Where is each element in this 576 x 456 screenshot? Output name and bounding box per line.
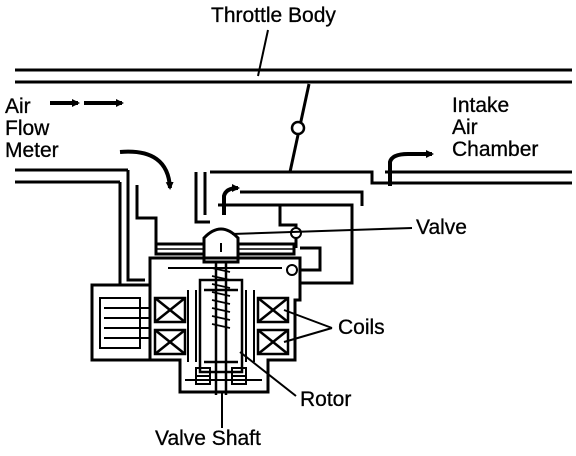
label-air-flow-meter-line2: Flow (5, 117, 50, 140)
label-intake-air-chamber: Intake Air Chamber (452, 94, 539, 161)
bypass-outlet-passage (210, 170, 572, 285)
leader-lines (221, 29, 413, 428)
valve-head (202, 227, 240, 264)
right-coil (245, 290, 290, 362)
label-air-flow-meter-line1: Air (5, 95, 31, 118)
label-coils: Coils (338, 316, 385, 339)
airflow-arrows (50, 99, 434, 215)
throttle-plate (288, 83, 311, 173)
throttle-body-bore (15, 68, 572, 84)
electrical-connector (90, 283, 152, 362)
rotor (198, 278, 244, 374)
label-rotor: Rotor (300, 388, 352, 411)
label-intake-line1: Intake (452, 94, 510, 117)
valve-shaft (211, 262, 231, 395)
left-coil (153, 290, 197, 362)
lower-bearing (195, 367, 247, 385)
label-air-flow-meter-line3: Meter (5, 139, 59, 162)
label-throttle-body: Throttle Body (211, 4, 336, 27)
label-valve: Valve (416, 216, 467, 239)
label-valve-shaft: Valve Shaft (155, 427, 261, 450)
bypass-inlet-passage (15, 168, 210, 285)
label-intake-line2: Air (452, 116, 478, 139)
label-air-flow-meter: Air Flow Meter (5, 95, 59, 162)
label-intake-line3: Chamber (452, 138, 539, 161)
